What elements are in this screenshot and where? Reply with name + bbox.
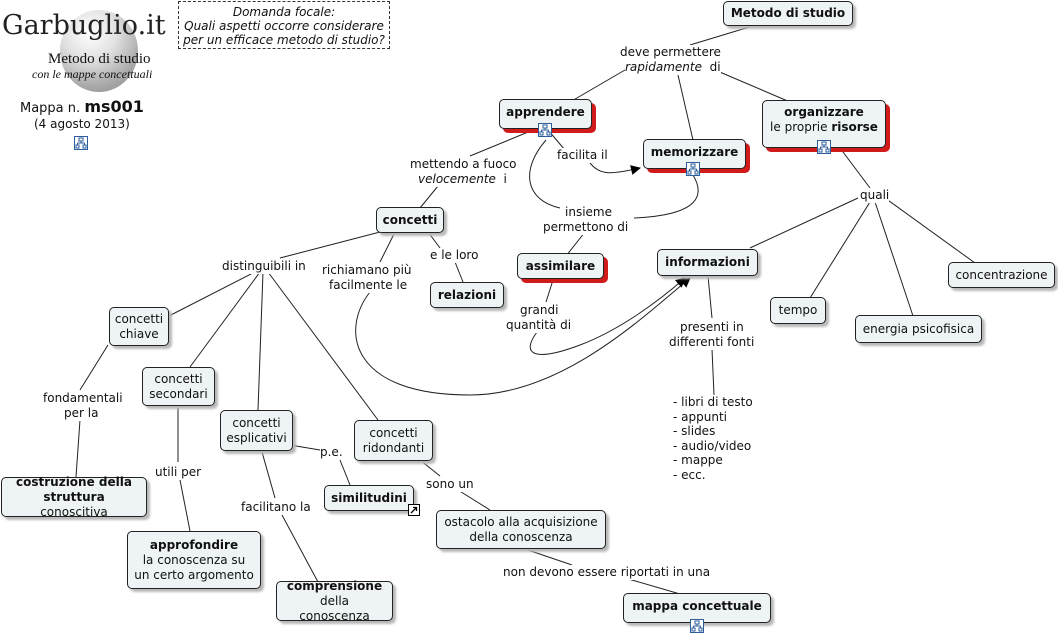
node-energia-psicofisica[interactable]: energia psicofisica bbox=[855, 315, 982, 343]
label-facilitano: facilitano la bbox=[241, 500, 311, 515]
node-comprensione[interactable]: comprensione della conoscenza bbox=[276, 579, 393, 623]
label-per-la: per la bbox=[64, 406, 99, 421]
label-e-le-loro: e le loro bbox=[430, 248, 479, 263]
label-non-devono: non devono essere riportati in una bbox=[503, 565, 711, 580]
label-rapidamente: rapidamente di bbox=[625, 60, 721, 75]
node-assimilare[interactable]: assimilare bbox=[517, 253, 604, 279]
label-richiamano: richiamano più bbox=[322, 263, 412, 278]
node-concetti-chiave[interactable]: concetti chiave bbox=[109, 307, 169, 346]
label-utili-per: utili per bbox=[155, 465, 202, 480]
node-similitudini[interactable]: similitudini bbox=[324, 485, 414, 511]
label-velocemente: velocemente i bbox=[418, 172, 507, 187]
label-insieme: insieme bbox=[565, 205, 612, 220]
logo-title: Garbuglio.it bbox=[2, 10, 166, 41]
node-relazioni[interactable]: relazioni bbox=[430, 282, 504, 308]
node-concetti-secondari[interactable]: concetti secondari bbox=[142, 367, 215, 406]
logo-subtitle: Metodo di studio bbox=[48, 51, 151, 67]
submap-icon[interactable] bbox=[74, 136, 88, 150]
label-facilita: facilita il bbox=[557, 148, 608, 163]
node-concetti-esplicativi[interactable]: concetti esplicativi bbox=[220, 410, 293, 451]
label-sono-un: sono un bbox=[426, 477, 474, 492]
logo-subtitle-2: con le mappe concettuali bbox=[32, 67, 153, 81]
label-facilmente: facilmente le bbox=[329, 278, 408, 293]
label-permettono: permettono di bbox=[543, 220, 629, 235]
node-ostacolo[interactable]: ostacolo alla acquisizione della conosce… bbox=[436, 510, 606, 549]
node-costruzione-struttura[interactable]: costruzione della struttura conoscitiva bbox=[1, 475, 147, 519]
node-organizzare-risorse[interactable]: organizzare le proprie risorse bbox=[762, 100, 886, 148]
label-fondamentali: fondamentali bbox=[43, 391, 123, 406]
node-mappa-concettuale[interactable]: mappa concettuale bbox=[623, 593, 771, 623]
logo-sphere bbox=[60, 10, 138, 92]
map-date: (4 agosto 2013) bbox=[34, 117, 130, 131]
label-presenti: presenti in bbox=[680, 320, 744, 335]
map-id: Mappa n. ms001 bbox=[20, 97, 144, 116]
submap-icon[interactable] bbox=[538, 123, 552, 137]
node-concetti[interactable]: concetti bbox=[376, 207, 444, 233]
submap-icon[interactable] bbox=[686, 162, 700, 176]
label-distinguibili: distinguibili in bbox=[222, 259, 306, 274]
node-informazioni[interactable]: informazioni bbox=[657, 249, 758, 276]
focal-question: Domanda focale: Quali aspetti occorre co… bbox=[178, 1, 390, 49]
label-grandi: grandi bbox=[520, 303, 559, 318]
node-tempo[interactable]: tempo bbox=[770, 297, 826, 324]
label-quali: quali bbox=[860, 188, 890, 203]
node-concentrazione[interactable]: concentrazione bbox=[948, 262, 1055, 288]
label-differenti: differenti fonti bbox=[669, 335, 755, 350]
label-mettendo: mettendo a fuoco bbox=[410, 157, 517, 172]
fonti-list: - libri di testo - appunti - slides - au… bbox=[673, 395, 753, 482]
external-link-icon[interactable] bbox=[408, 504, 420, 516]
submap-icon[interactable] bbox=[690, 619, 704, 633]
node-concetti-ridondanti[interactable]: concetti ridondanti bbox=[354, 420, 433, 461]
node-metodo-di-studio[interactable]: Metodo di studio bbox=[723, 1, 853, 26]
label-deve-permettere: deve permettere bbox=[620, 45, 721, 60]
label-pe: p.e. bbox=[320, 445, 343, 460]
submap-icon[interactable] bbox=[817, 140, 831, 154]
node-approfondire[interactable]: approfondire la conoscenza su un certo a… bbox=[127, 531, 261, 589]
label-quantita: quantità di bbox=[506, 318, 572, 333]
